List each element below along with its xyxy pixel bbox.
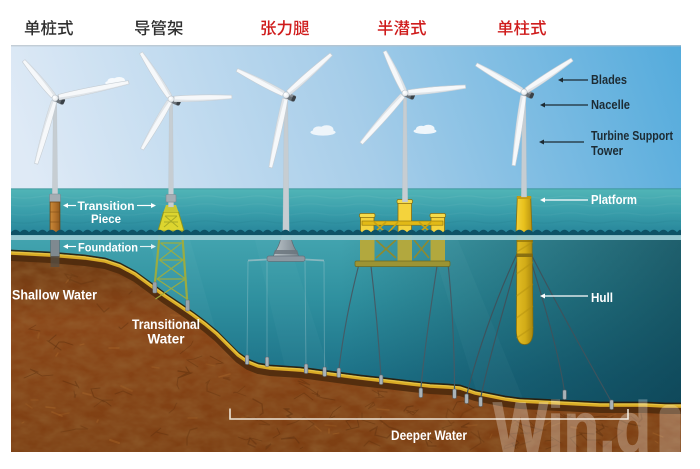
- svg-text:Water: Water: [148, 332, 186, 347]
- svg-text:Deeper Water: Deeper Water: [391, 428, 467, 444]
- svg-text:Hull: Hull: [591, 291, 613, 305]
- svg-text:Transition: Transition: [78, 199, 135, 213]
- svg-text:Transitional: Transitional: [132, 317, 200, 332]
- svg-text:Win.d: Win.d: [493, 389, 651, 464]
- svg-text:Shallow Water: Shallow Water: [12, 288, 97, 304]
- svg-text:Nacelle: Nacelle: [591, 98, 630, 112]
- svg-text:Turbine Support: Turbine Support: [591, 129, 674, 143]
- svg-text:Platform: Platform: [591, 193, 637, 207]
- svg-text:Tower: Tower: [591, 144, 623, 158]
- svg-text:Piece: Piece: [91, 212, 121, 226]
- svg-text:Blades: Blades: [591, 73, 627, 87]
- svg-text:Foundation: Foundation: [78, 241, 138, 255]
